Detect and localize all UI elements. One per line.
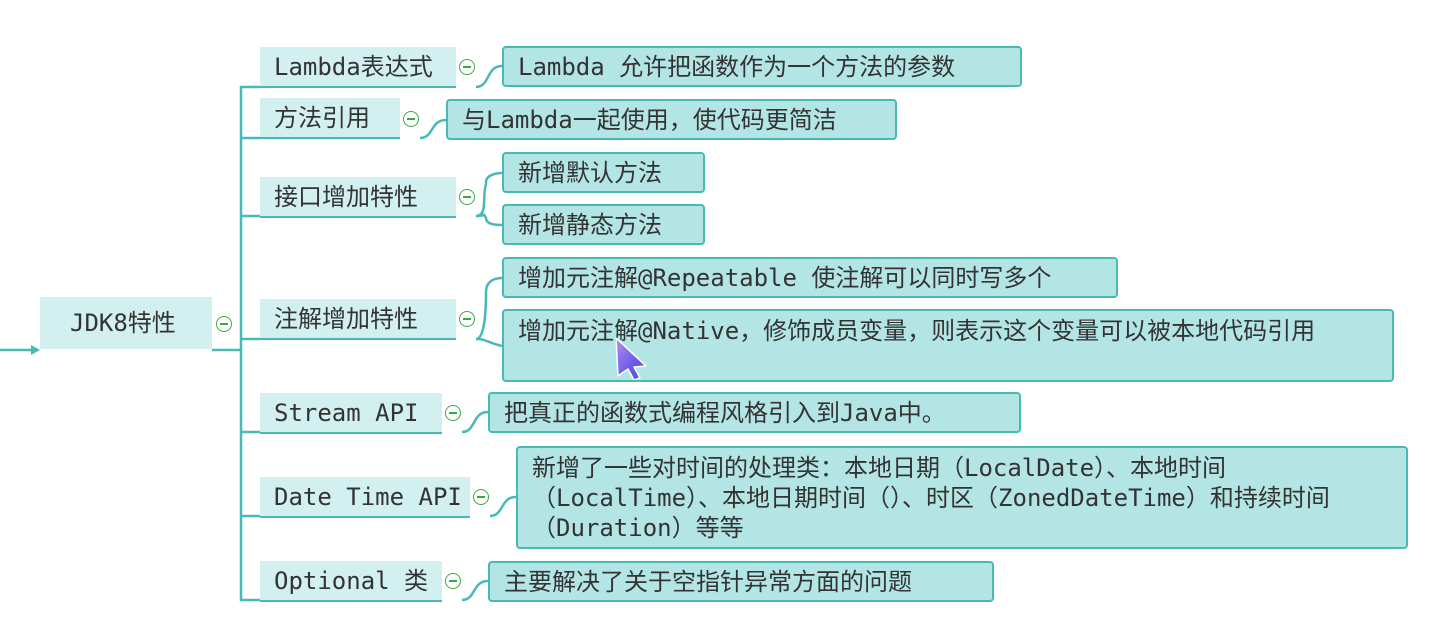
branch-label: Lambda表达式 xyxy=(274,53,433,81)
detail-node[interactable]: 新增了一些对时间的处理类：本地日期（LocalDate）、本地时间（LocalT… xyxy=(516,446,1408,549)
detail-node[interactable]: 把真正的函数式编程风格引入到Java中。 xyxy=(488,392,1021,433)
minus-circle-icon[interactable] xyxy=(459,59,475,75)
detail-text: 主要解决了关于空指针异常方面的问题 xyxy=(504,568,912,596)
branch-optional[interactable]: Optional 类 xyxy=(260,561,442,602)
branch-label: Optional 类 xyxy=(274,567,429,595)
branch-label: Stream API xyxy=(274,399,419,427)
detail-node[interactable]: 新增静态方法 xyxy=(502,204,705,245)
branch-label: 注解增加特性 xyxy=(274,305,418,333)
detail-text: 把真正的函数式编程风格引入到Java中。 xyxy=(504,399,946,427)
branch-interface-features[interactable]: 接口增加特性 xyxy=(260,177,456,218)
root-label: JDK8特性 xyxy=(70,309,176,337)
minus-circle-icon[interactable] xyxy=(216,316,232,332)
detail-text: 新增静态方法 xyxy=(518,211,662,239)
minus-circle-icon[interactable] xyxy=(445,405,461,421)
branch-label: 方法引用 xyxy=(274,104,370,132)
branch-label: 接口增加特性 xyxy=(274,183,418,211)
detail-text: 新增默认方法 xyxy=(518,159,662,187)
detail-text: 与Lambda一起使用，使代码更简洁 xyxy=(462,106,837,134)
branch-label: Date Time API xyxy=(274,483,462,511)
detail-text: 新增了一些对时间的处理类：本地日期（LocalDate）、本地时间（LocalT… xyxy=(532,454,1330,542)
branch-stream-api[interactable]: Stream API xyxy=(260,393,442,434)
branch-date-time-api[interactable]: Date Time API xyxy=(260,477,470,518)
branch-lambda[interactable]: Lambda表达式 xyxy=(260,47,456,88)
detail-text: 增加元注解@Native，修饰成员变量，则表示这个变量可以被本地代码引用 xyxy=(518,317,1316,345)
minus-circle-icon[interactable] xyxy=(473,489,489,505)
minus-circle-icon[interactable] xyxy=(459,311,475,327)
detail-node[interactable]: 增加元注解@Repeatable 使注解可以同时写多个 xyxy=(502,257,1118,298)
detail-node[interactable]: 主要解决了关于空指针异常方面的问题 xyxy=(488,561,994,602)
root-node[interactable]: JDK8特性 xyxy=(40,297,212,349)
detail-node[interactable]: 新增默认方法 xyxy=(502,152,705,193)
minus-circle-icon[interactable] xyxy=(459,189,475,205)
branch-annotation-features[interactable]: 注解增加特性 xyxy=(260,299,456,340)
detail-text: Lambda 允许把函数作为一个方法的参数 xyxy=(518,53,956,81)
detail-text: 增加元注解@Repeatable 使注解可以同时写多个 xyxy=(518,264,1052,292)
pointer-cursor-icon xyxy=(615,337,647,380)
minus-circle-icon[interactable] xyxy=(403,111,419,127)
minus-circle-icon[interactable] xyxy=(445,573,461,589)
detail-node[interactable]: Lambda 允许把函数作为一个方法的参数 xyxy=(502,46,1022,87)
detail-node[interactable]: 与Lambda一起使用，使代码更简洁 xyxy=(446,99,897,140)
branch-method-reference[interactable]: 方法引用 xyxy=(260,98,400,139)
detail-node[interactable]: 增加元注解@Native，修饰成员变量，则表示这个变量可以被本地代码引用 xyxy=(502,309,1394,382)
